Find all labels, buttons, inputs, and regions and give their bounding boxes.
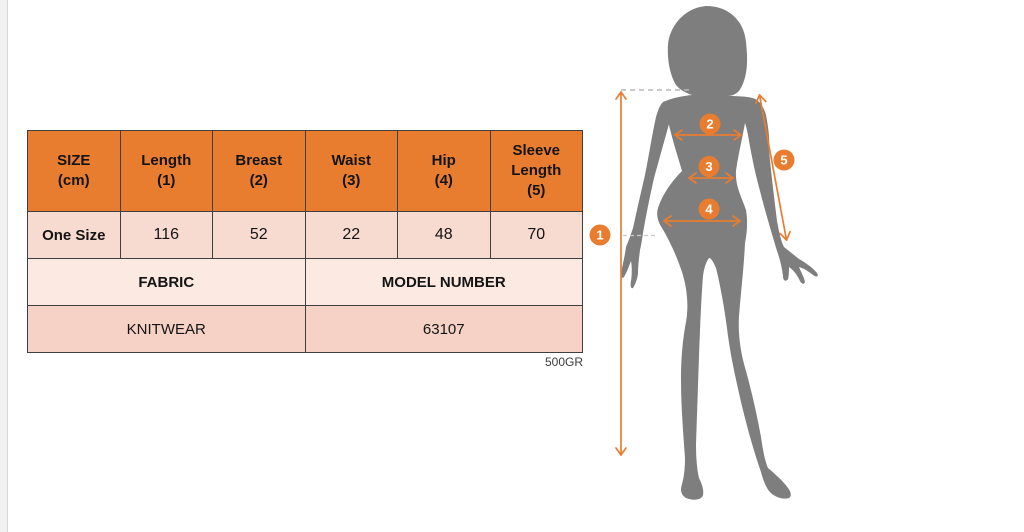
fabric-value-cell: KNITWEAR (27, 305, 306, 353)
marker-number: 5 (780, 153, 787, 168)
marker-number: 2 (706, 117, 713, 132)
marker-circle (698, 156, 720, 177)
one-size-row: One Size 116 52 22 48 70 (27, 211, 583, 259)
waist-arrow (688, 172, 734, 184)
table-header-row: SIZE (cm) Length (1) Breast (2) Waist (3… (27, 130, 583, 212)
fabric-model-value-row: KNITWEAR 63107 (27, 305, 583, 353)
breast-value-cell: 52 (212, 211, 306, 259)
height-arrow (615, 91, 627, 456)
hip-arrow (663, 215, 741, 227)
length-value-cell: 116 (119, 211, 213, 259)
hip-value-cell: 48 (397, 211, 491, 259)
marker-number: 4 (705, 202, 713, 217)
fabric-label-cell: FABRIC (27, 258, 306, 306)
waist-value-cell: 22 (304, 211, 398, 259)
marker-circle (698, 198, 720, 220)
model-number-label-cell: MODEL NUMBER (304, 258, 583, 306)
measure-marker-2: 2 (699, 113, 721, 135)
column-header-length: Length (1) (119, 130, 213, 212)
page-left-edge (0, 0, 8, 532)
marker-number: 3 (705, 159, 712, 174)
breast-arrow (674, 129, 742, 141)
female-silhouette-image (620, 6, 818, 500)
fabric-model-label-row: FABRIC MODEL NUMBER (27, 258, 583, 306)
marker-circle (773, 149, 795, 171)
measure-marker-4: 4 (698, 198, 720, 220)
marker-circle (699, 113, 721, 135)
sleeve-arrow (755, 94, 791, 241)
column-header-breast: Breast (2) (212, 130, 306, 212)
sleeve-value-cell: 70 (489, 211, 583, 259)
marker-circle (589, 224, 611, 246)
measure-marker-5: 5 (773, 149, 795, 171)
column-header-size: SIZE (cm) (27, 130, 121, 212)
model-number-value-cell: 63107 (304, 305, 583, 353)
weight-note: 500GR (544, 355, 583, 369)
size-chart-table: SIZE (cm) Length (1) Breast (2) Waist (3… (27, 130, 583, 353)
column-header-sleeve-length: Sleeve Length (5) (489, 130, 583, 212)
measure-marker-1: 1 (589, 224, 611, 246)
column-header-waist: Waist (3) (304, 130, 398, 212)
measure-marker-3: 3 (698, 156, 720, 177)
marker-number: 1 (596, 228, 603, 243)
